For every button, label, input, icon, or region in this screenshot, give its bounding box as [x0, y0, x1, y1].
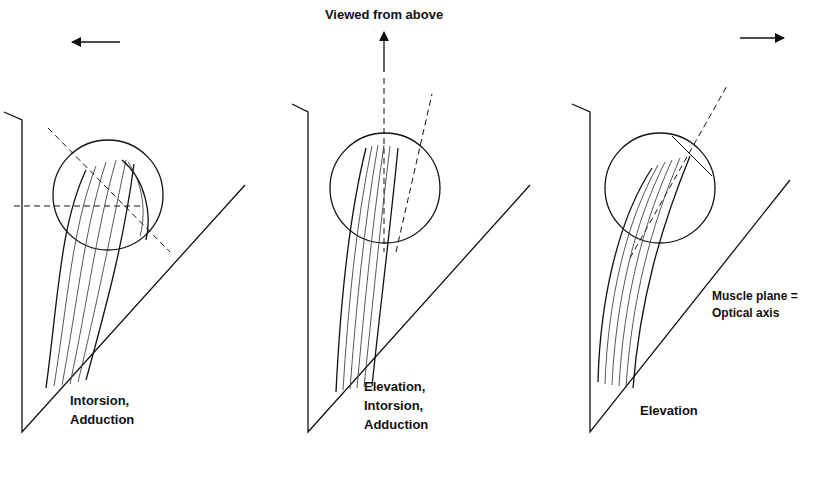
panel-right [572, 38, 790, 432]
muscle-fibers [336, 145, 398, 392]
direction-arrow [383, 32, 384, 72]
motion-label: Intorsion, Adduction [70, 392, 150, 430]
muscle-fibers [46, 160, 148, 388]
panel-left [4, 42, 245, 432]
motion-label: Elevation [640, 402, 730, 421]
direction-arrow [72, 41, 120, 42]
muscle-fibers [598, 156, 690, 388]
orbit-wall [572, 104, 790, 432]
panel-middle [292, 32, 530, 432]
orbit-wall [4, 112, 245, 432]
view-title: Viewed from above [284, 6, 484, 25]
motion-label: Muscle plane = Optical axis [712, 288, 816, 323]
axis-lines [384, 78, 432, 252]
motion-label: Elevation, Intorsion, Adduction [364, 378, 444, 435]
direction-arrow [740, 37, 784, 38]
equator-chord [672, 136, 712, 176]
axis-lines [14, 128, 170, 252]
eyeball [53, 140, 163, 250]
